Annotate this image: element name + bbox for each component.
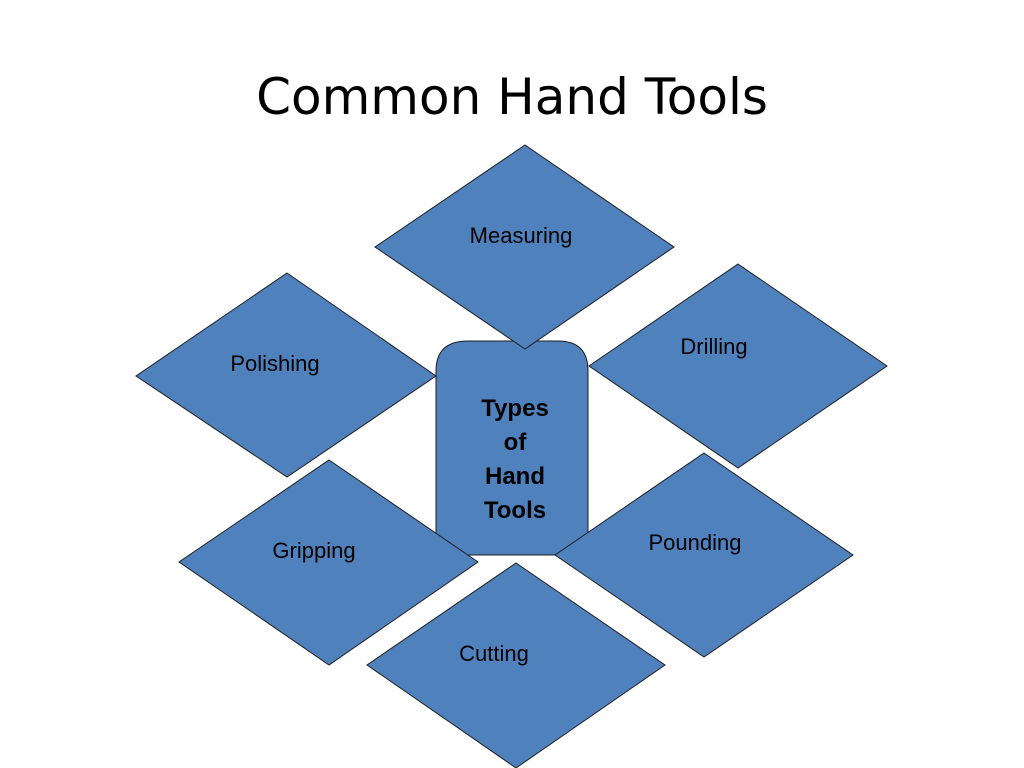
label-measuring: Measuring xyxy=(470,223,573,248)
diamond-measuring xyxy=(374,144,675,350)
center-label-line-1: Types xyxy=(481,395,549,422)
diamond-polishing xyxy=(135,272,437,478)
label-pounding: Pounding xyxy=(649,530,742,555)
diamond-pounding xyxy=(554,452,854,658)
center-label-line-4: Tools xyxy=(484,497,546,524)
label-cutting: Cutting xyxy=(459,641,529,666)
center-label-line-3: Hand xyxy=(485,463,545,490)
diamond-cutting xyxy=(366,562,666,768)
label-polishing: Polishing xyxy=(230,351,319,376)
label-gripping: Gripping xyxy=(272,538,355,563)
diamond-gripping xyxy=(178,459,479,666)
diamond-drilling xyxy=(588,263,888,469)
center-label-line-2: of xyxy=(504,429,528,456)
label-drilling: Drilling xyxy=(680,334,747,359)
slide-title: Common Hand Tools xyxy=(256,68,768,126)
